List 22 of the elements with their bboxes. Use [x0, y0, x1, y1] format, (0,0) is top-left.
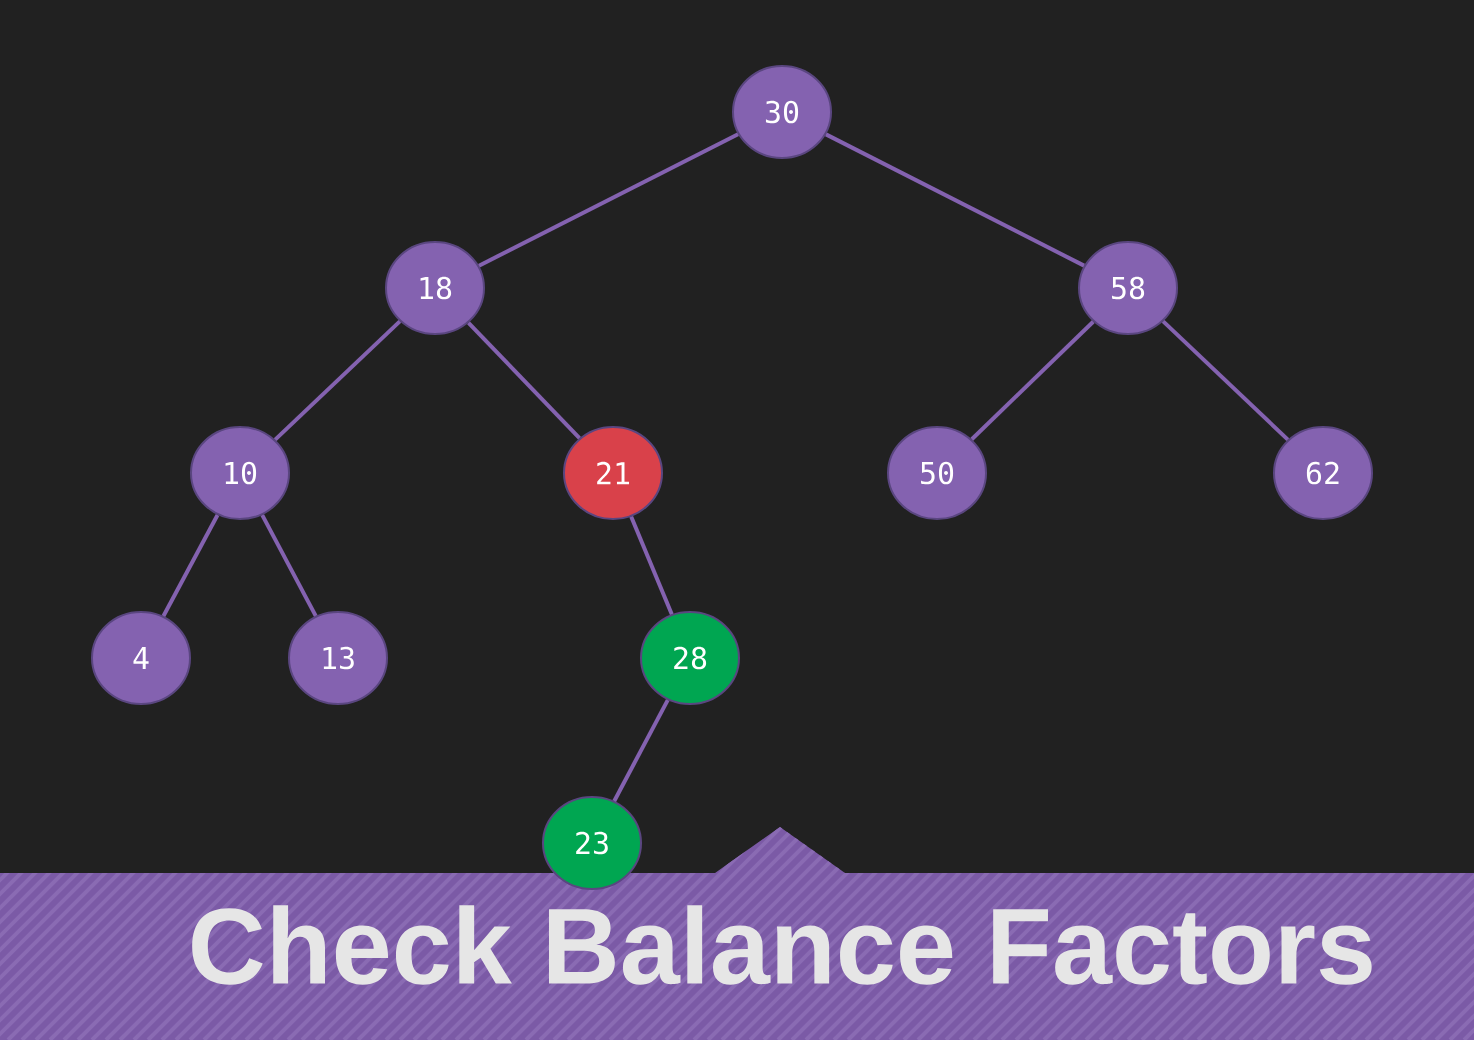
- tree-node: 4: [91, 611, 191, 705]
- tree-edge: [825, 132, 1085, 268]
- tree-node: 58: [1078, 241, 1178, 335]
- banner-title: Check Balance Factors: [192, 905, 1372, 985]
- tree-edge: [1161, 319, 1290, 442]
- tree-node: 28: [640, 611, 740, 705]
- tree-node: 10: [190, 426, 290, 520]
- tree-edge: [970, 320, 1095, 441]
- tree-node: 18: [385, 241, 485, 335]
- tree-edge: [629, 516, 674, 615]
- tree-node: 13: [288, 611, 388, 705]
- tree-node: 30: [732, 65, 832, 159]
- tree-node: 50: [887, 426, 987, 520]
- tree-node: 62: [1273, 426, 1373, 520]
- tree-node: 23: [542, 796, 642, 890]
- tree-node: 21: [563, 426, 663, 520]
- tree-edge: [260, 514, 318, 617]
- tree-edge: [273, 319, 402, 442]
- tree-edge: [478, 132, 739, 268]
- tree-edge: [161, 514, 220, 617]
- tree-edge: [467, 321, 581, 440]
- tree-edge: [612, 699, 670, 802]
